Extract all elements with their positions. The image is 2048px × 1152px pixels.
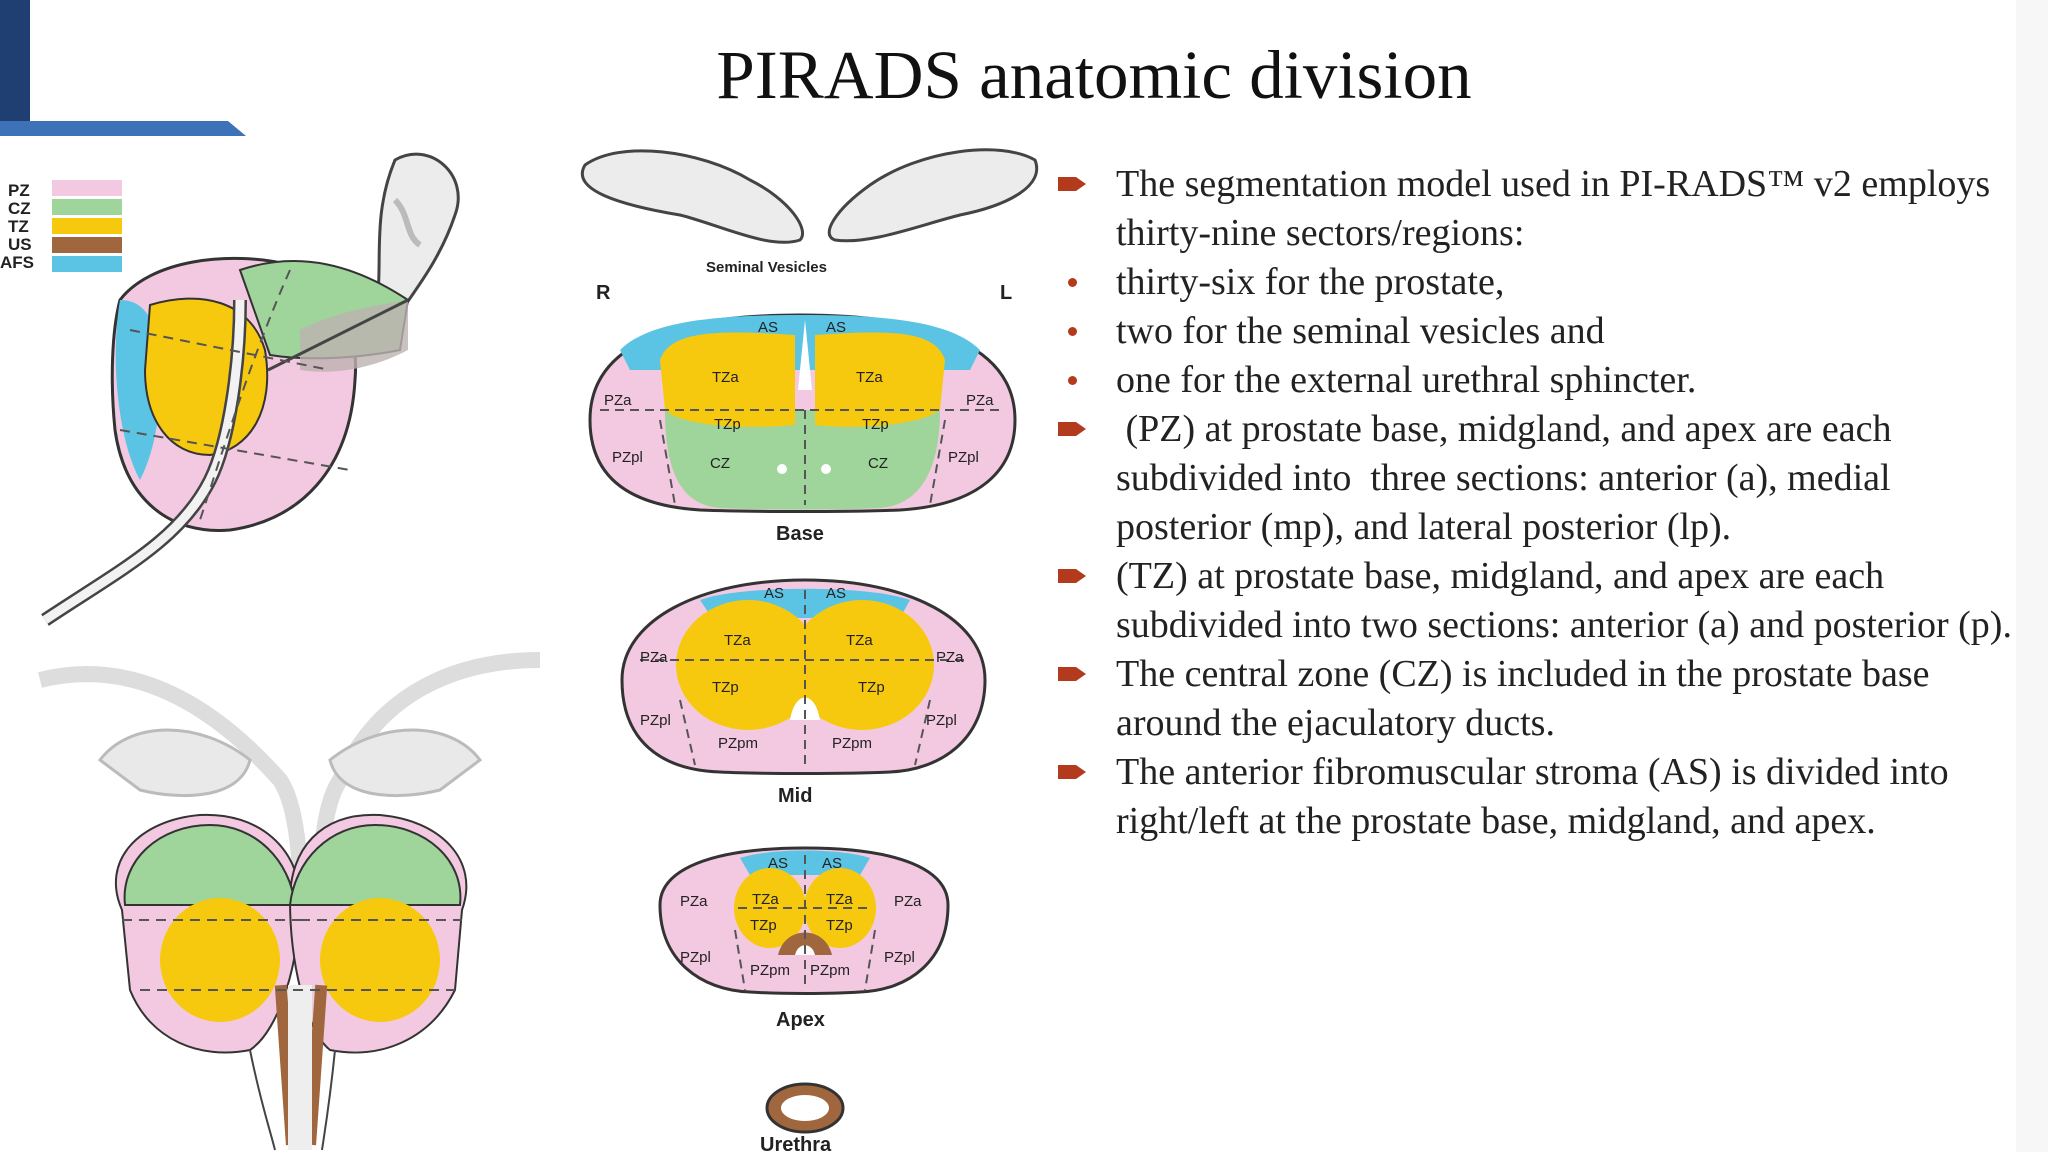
apex-pza-left: PZa (680, 893, 708, 910)
mid-pzpm-left: PZpm (718, 735, 758, 752)
bullet-list: The segmentation model used in PI-RADS™ … (1056, 160, 2026, 846)
urethra-label: Urethra (760, 1134, 832, 1152)
legend-swatch-afs (52, 256, 122, 272)
apex-pzpm-right: PZpm (810, 962, 850, 979)
mid-pzpl-right: PZpl (926, 712, 957, 729)
accent-bar-vertical (0, 0, 30, 124)
base-pza-right: PZa (966, 392, 994, 409)
legend-label-afs: AFS (0, 253, 34, 272)
apex-tza-left: TZa (752, 891, 779, 908)
seminal-vesicles-diagram: Seminal Vesicles R L (581, 148, 1039, 304)
sagittal-view (41, 152, 460, 626)
base-section: AS AS TZa TZa TZp TZp PZa PZa PZpl PZpl … (588, 313, 1017, 545)
apex-pzpl-left: PZpl (680, 949, 711, 966)
bullet-item: The anterior fibromuscular stroma (AS) i… (1056, 748, 2026, 846)
legend-swatch-pz (52, 180, 122, 196)
legend-swatch-cz (52, 199, 122, 215)
bullet-text: (TZ) at prostate base, midgland, and ape… (1116, 555, 2012, 646)
base-as-right: AS (826, 319, 846, 336)
apex-tzp-left: TZp (750, 917, 777, 934)
apex-pza-right: PZa (894, 893, 922, 910)
mid-pza-right: PZa (936, 649, 964, 666)
base-tza-right: TZa (856, 369, 883, 386)
bullet-text: thirty-six for the prostate, (1116, 261, 1505, 303)
apex-pzpl-right: PZpl (884, 949, 915, 966)
mid-tza-left: TZa (724, 632, 751, 649)
urethra-diagram: Urethra (760, 1082, 845, 1152)
bullet-text: The anterior fibromuscular stroma (AS) i… (1116, 751, 1949, 842)
bullet-item: (TZ) at prostate base, midgland, and ape… (1056, 552, 2026, 650)
legend-label-cz: CZ (8, 199, 31, 218)
base-tzp-right: TZp (862, 416, 889, 433)
mid-section: AS AS TZa TZa TZp TZp PZa PZa PZpl PZpl … (620, 578, 987, 807)
mid-pzpm-right: PZpm (832, 735, 872, 752)
bullet-item: two for the seminal vesicles and (1056, 307, 2026, 356)
side-right-label: R (596, 282, 611, 304)
base-pzpl-right: PZpl (948, 449, 979, 466)
apex-tzp-right: TZp (826, 917, 853, 934)
arrow-bullet-icon (1058, 765, 1086, 779)
apex-pzpm-left: PZpm (750, 962, 790, 979)
base-pza-left: PZa (604, 392, 632, 409)
bullet-item: thirty-six for the prostate, (1056, 258, 2026, 307)
apex-as-right: AS (822, 855, 842, 872)
apex-section: AS AS TZa TZa TZp TZp PZa PZa PZpl PZpl … (658, 846, 950, 1031)
bullet-item: one for the external urethral sphincter. (1056, 356, 2026, 405)
slide-edge (2016, 0, 2048, 1152)
slide-title: PIRADS anatomic division (716, 37, 1472, 113)
bullet-text: The segmentation model used in PI-RADS™ … (1116, 163, 1991, 254)
mid-tzp-left: TZp (712, 679, 739, 696)
legend-label-pz: PZ (8, 181, 30, 200)
legend-label-us: US (8, 235, 32, 254)
base-cz-right: CZ (868, 455, 888, 472)
legend-swatch-tz (52, 218, 122, 234)
legend-label-tz: TZ (8, 217, 29, 236)
mid-tza-right: TZa (846, 632, 873, 649)
dot-bullet-icon (1068, 376, 1077, 385)
legend-swatch-us (52, 237, 122, 253)
arrow-bullet-icon (1058, 422, 1086, 436)
arrow-bullet-icon (1058, 569, 1086, 583)
base-cz-left: CZ (710, 455, 730, 472)
bullet-item: The segmentation model used in PI-RADS™ … (1056, 160, 2026, 258)
dot-bullet-icon (1068, 278, 1077, 287)
bullet-item: (PZ) at prostate base, midgland, and ape… (1056, 405, 2026, 552)
mid-title: Mid (778, 785, 812, 807)
arrow-bullet-icon (1058, 667, 1086, 681)
apex-as-left: AS (768, 855, 788, 872)
mid-pza-left: PZa (640, 649, 668, 666)
apex-tza-right: TZa (826, 891, 853, 908)
bullet-text: (PZ) at prostate base, midgland, and ape… (1116, 408, 1902, 548)
mid-as-left: AS (764, 585, 784, 602)
base-tza-left: TZa (712, 369, 739, 386)
arrow-bullet-icon (1058, 177, 1086, 191)
seminal-vesicles-label: Seminal Vesicles (706, 259, 827, 276)
coronal-view (38, 652, 541, 1151)
apex-title: Apex (776, 1009, 825, 1031)
bullet-text: one for the external urethral sphincter. (1116, 359, 1697, 401)
accent-bar-horizontal (0, 121, 246, 136)
bullet-text: The central zone (CZ) is included in the… (1116, 653, 1930, 744)
base-pzpl-left: PZpl (612, 449, 643, 466)
bullet-text: two for the seminal vesicles and (1116, 310, 1605, 352)
base-as-left: AS (758, 319, 778, 336)
side-left-label: L (1000, 282, 1012, 304)
base-tzp-left: TZp (714, 416, 741, 433)
bullet-item: The central zone (CZ) is included in the… (1056, 650, 2026, 748)
base-title: Base (776, 523, 824, 545)
prostate-anatomy-figure: PZ CZ TZ US AFS (0, 148, 1039, 1152)
dot-bullet-icon (1068, 327, 1077, 336)
mid-tzp-right: TZp (858, 679, 885, 696)
mid-pzpl-left: PZpl (640, 712, 671, 729)
mid-as-right: AS (826, 585, 846, 602)
zone-legend: PZ CZ TZ US AFS (0, 180, 122, 272)
